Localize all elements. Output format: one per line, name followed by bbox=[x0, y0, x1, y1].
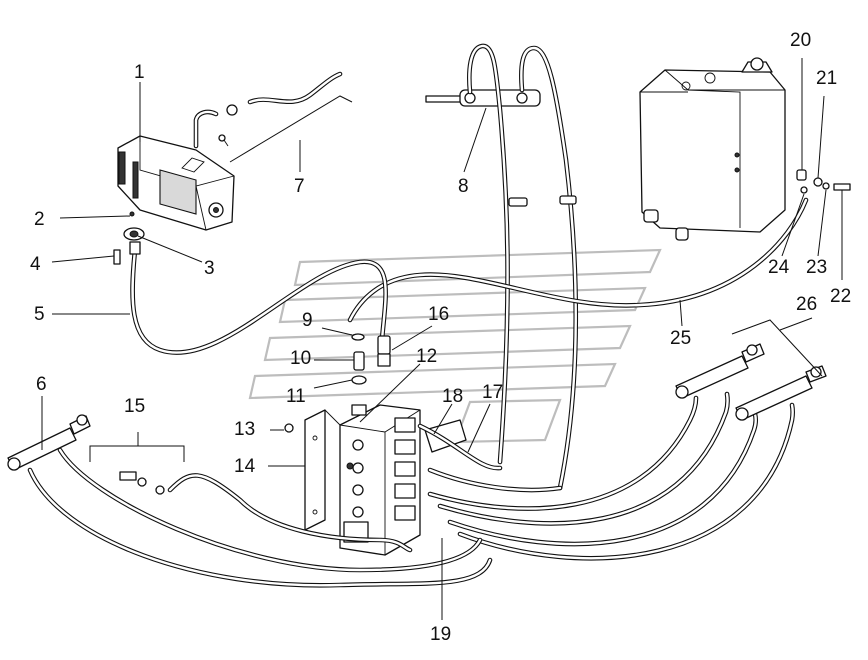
fitting-18 bbox=[424, 419, 467, 453]
callout-18: 18 bbox=[442, 386, 463, 407]
callout-3: 3 bbox=[204, 258, 215, 279]
leader-lines bbox=[41, 58, 843, 620]
callout-17: 17 bbox=[482, 382, 503, 403]
callout-9: 9 bbox=[302, 310, 313, 331]
cylinders-26 bbox=[675, 343, 827, 421]
callout-11: 11 bbox=[286, 386, 306, 407]
callout-22: 22 bbox=[830, 286, 851, 307]
callout-24: 24 bbox=[768, 257, 790, 278]
callout-12: 12 bbox=[416, 346, 437, 367]
callout-1: 1 bbox=[134, 62, 145, 83]
bolt-13 bbox=[284, 423, 294, 433]
callout-15: 15 bbox=[124, 396, 145, 417]
callout-6: 6 bbox=[36, 374, 47, 395]
callout-16: 16 bbox=[428, 304, 449, 325]
callout-7: 7 bbox=[294, 176, 305, 197]
background-watermark bbox=[248, 248, 662, 444]
callout-2: 2 bbox=[34, 209, 45, 230]
callout-13: 13 bbox=[234, 419, 255, 440]
cylinder-6-assembly bbox=[7, 414, 493, 588]
hose-5 bbox=[130, 247, 388, 355]
cylinder-8-assembly bbox=[425, 43, 579, 491]
callout-23: 23 bbox=[806, 257, 827, 278]
callout-5: 5 bbox=[34, 304, 45, 325]
callout-19: 19 bbox=[430, 624, 451, 645]
filter-fittings bbox=[113, 211, 145, 265]
callout-26: 26 bbox=[796, 294, 817, 315]
elbow-hose-7 bbox=[193, 71, 343, 149]
hose-15 bbox=[119, 471, 413, 553]
callout-14: 14 bbox=[234, 456, 256, 477]
fittings-9-10-11-16 bbox=[351, 333, 391, 385]
callout-8: 8 bbox=[458, 176, 469, 197]
callout-21: 21 bbox=[816, 68, 837, 89]
hydraulic-oil-tank bbox=[639, 57, 786, 241]
callout-numbers: 1 2 3 4 5 6 7 8 9 10 11 12 13 14 15 16 1… bbox=[30, 30, 851, 645]
control-valve-block bbox=[304, 404, 421, 556]
callout-20: 20 bbox=[790, 30, 811, 51]
callout-25: 25 bbox=[670, 328, 691, 349]
tank-hardware-20-24 bbox=[796, 169, 851, 194]
valve-hoses-to-cylinders bbox=[417, 391, 796, 561]
callout-10: 10 bbox=[290, 348, 311, 369]
callout-4: 4 bbox=[30, 254, 41, 275]
filter-unit bbox=[117, 135, 235, 231]
hose-25 bbox=[347, 197, 809, 323]
